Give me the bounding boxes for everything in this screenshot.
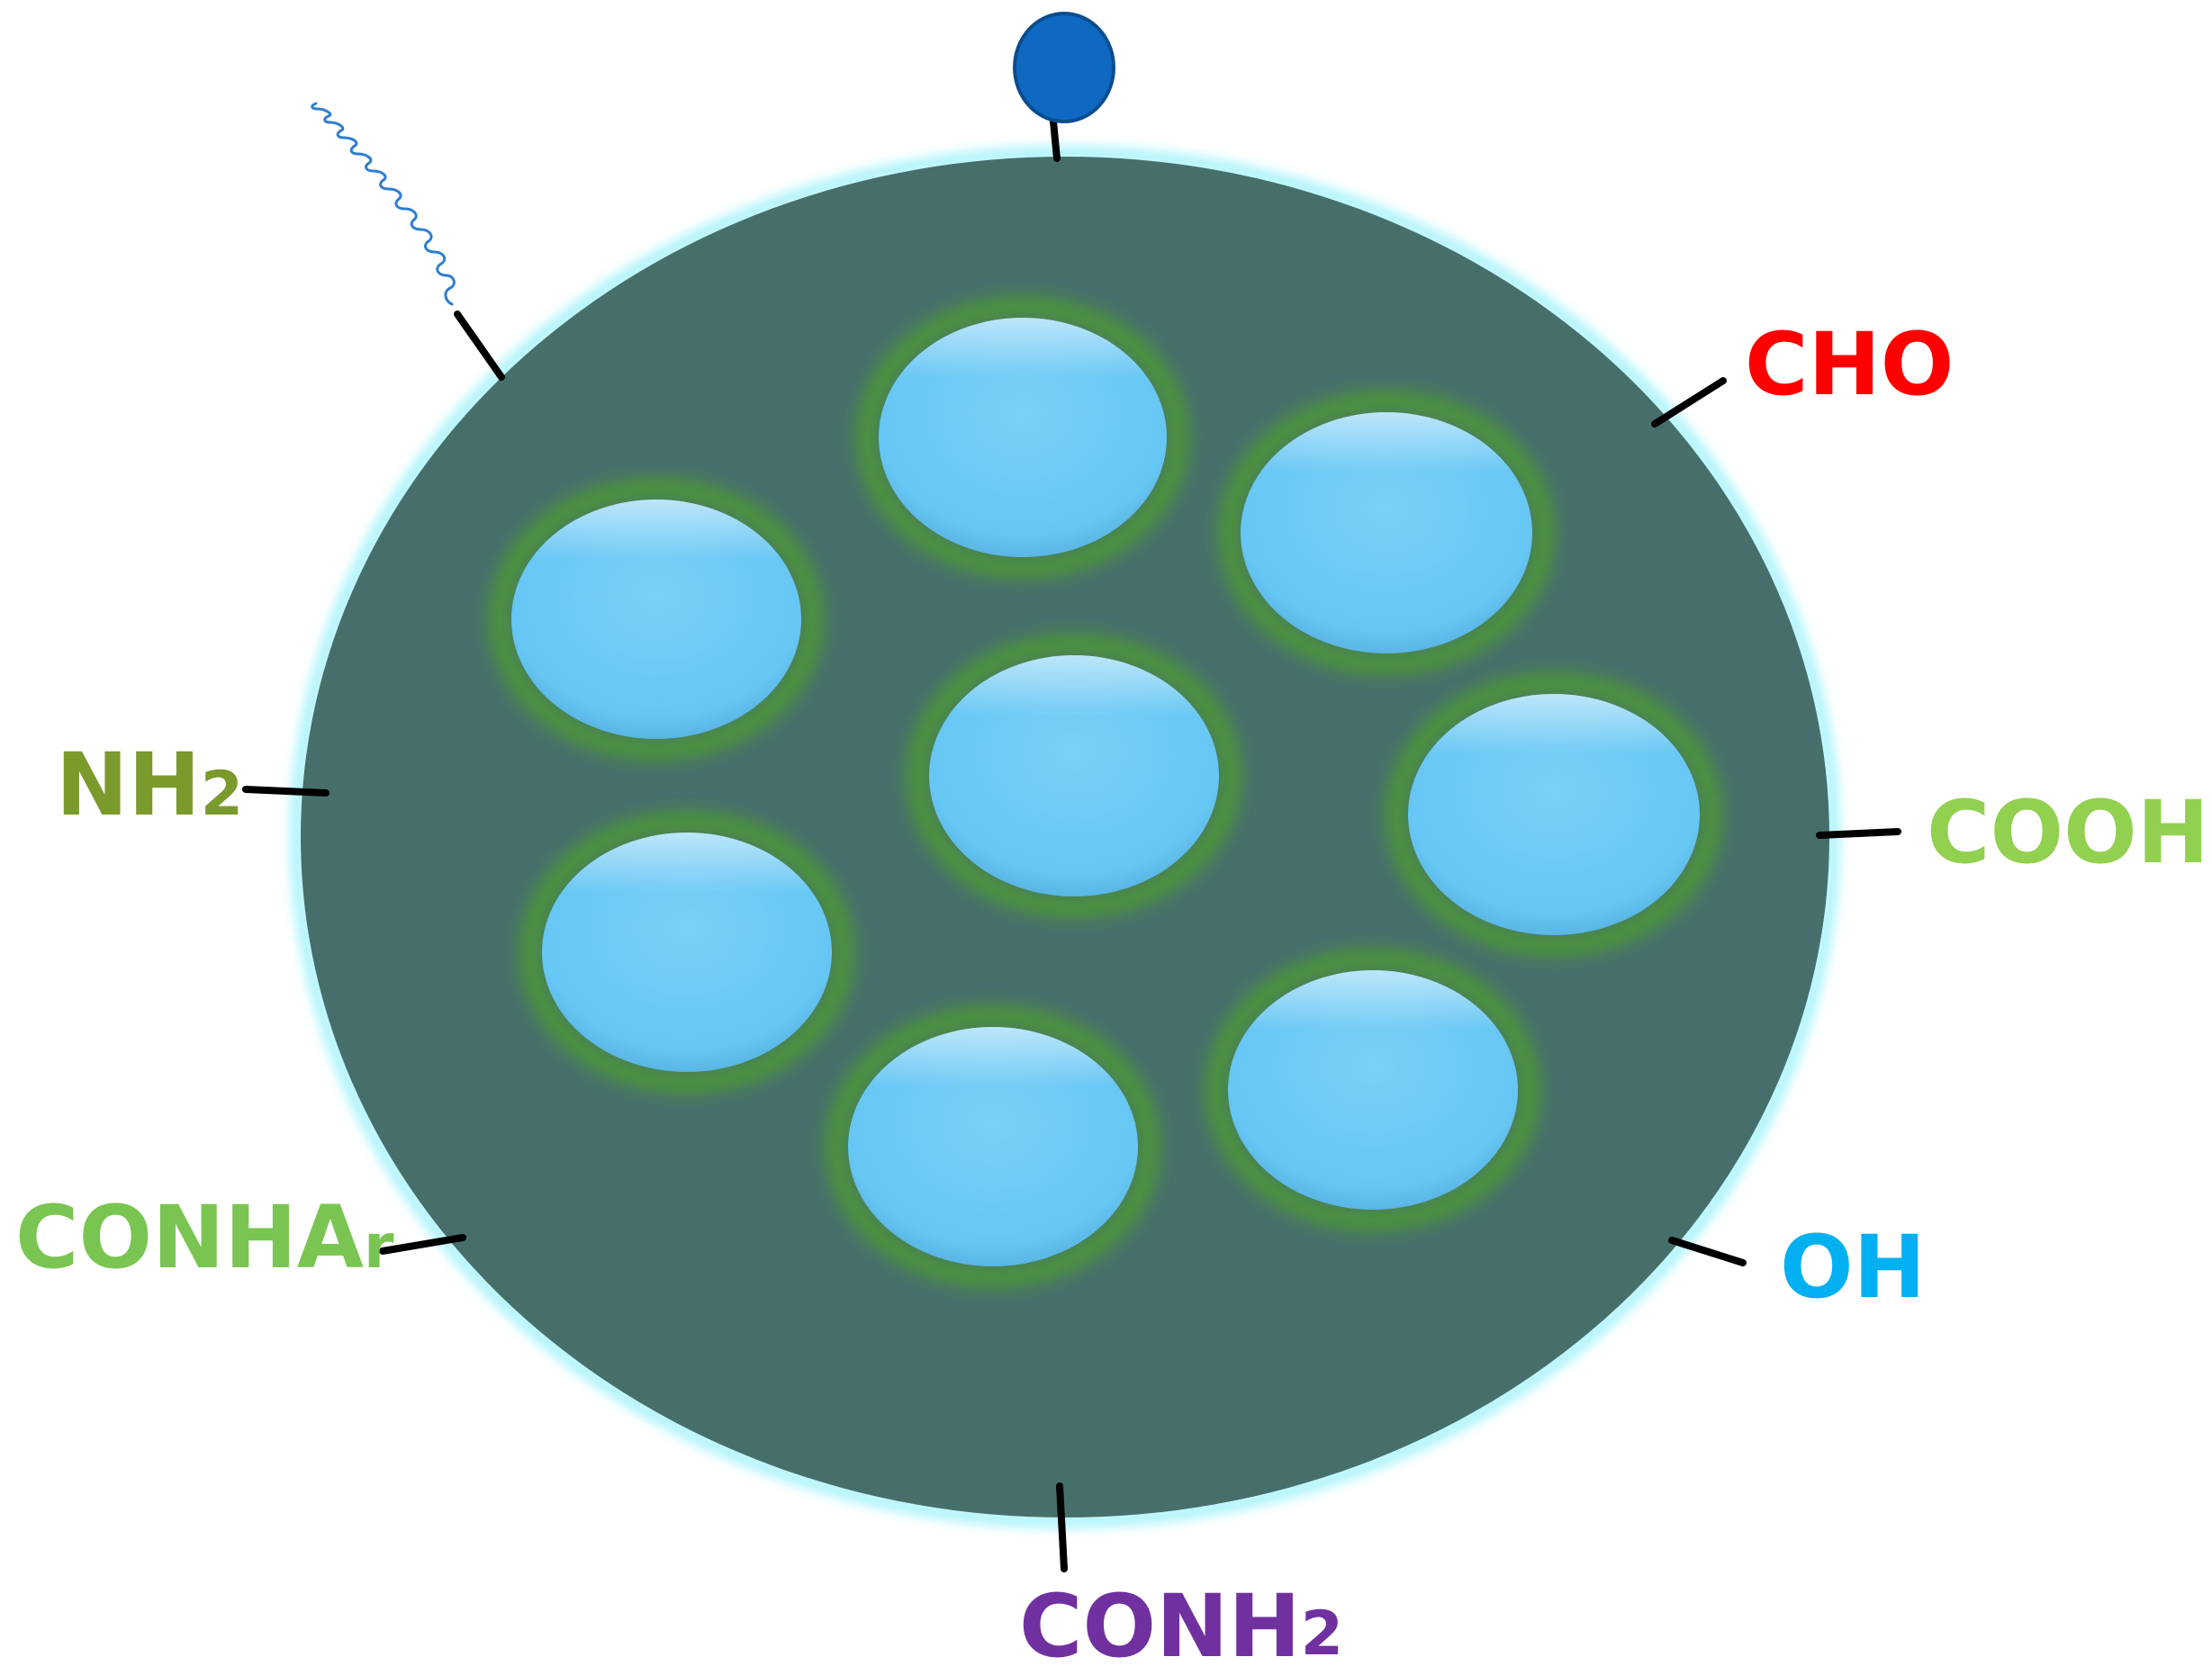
pores [490, 297, 1721, 1287]
pore [520, 812, 853, 1093]
label-nh2: NH2 [56, 734, 243, 835]
pore [490, 479, 823, 760]
label-cooh: COOH [1927, 782, 2209, 883]
pore [907, 635, 1241, 917]
functional-group-labels: CHO COOH OH CONH2 CONHAr NH2 [15, 314, 2209, 1675]
bond-oh [1668, 1237, 1747, 1266]
polymer-chain-icon [311, 102, 456, 306]
bond-nh2 [242, 786, 330, 797]
bond-cho [1651, 377, 1727, 428]
label-oh: OH [1780, 1217, 1926, 1318]
ligand-bead-icon [1013, 12, 1115, 123]
bond-cooh [1816, 828, 1901, 839]
bond-bead [1050, 118, 1061, 162]
surface-bonds [242, 118, 1901, 1572]
label-cho: CHO [1745, 314, 1954, 415]
pore [1206, 950, 1539, 1230]
label-conh2: CONH2 [1019, 1576, 1343, 1675]
pore [857, 297, 1188, 578]
bond-chain [454, 311, 505, 381]
pore [1386, 673, 1721, 956]
bond-conhar [379, 1234, 466, 1255]
bond-conh2 [1056, 1482, 1068, 1572]
pore [1219, 392, 1554, 674]
label-conhar: CONHAr [15, 1187, 394, 1288]
pore [826, 1006, 1160, 1287]
